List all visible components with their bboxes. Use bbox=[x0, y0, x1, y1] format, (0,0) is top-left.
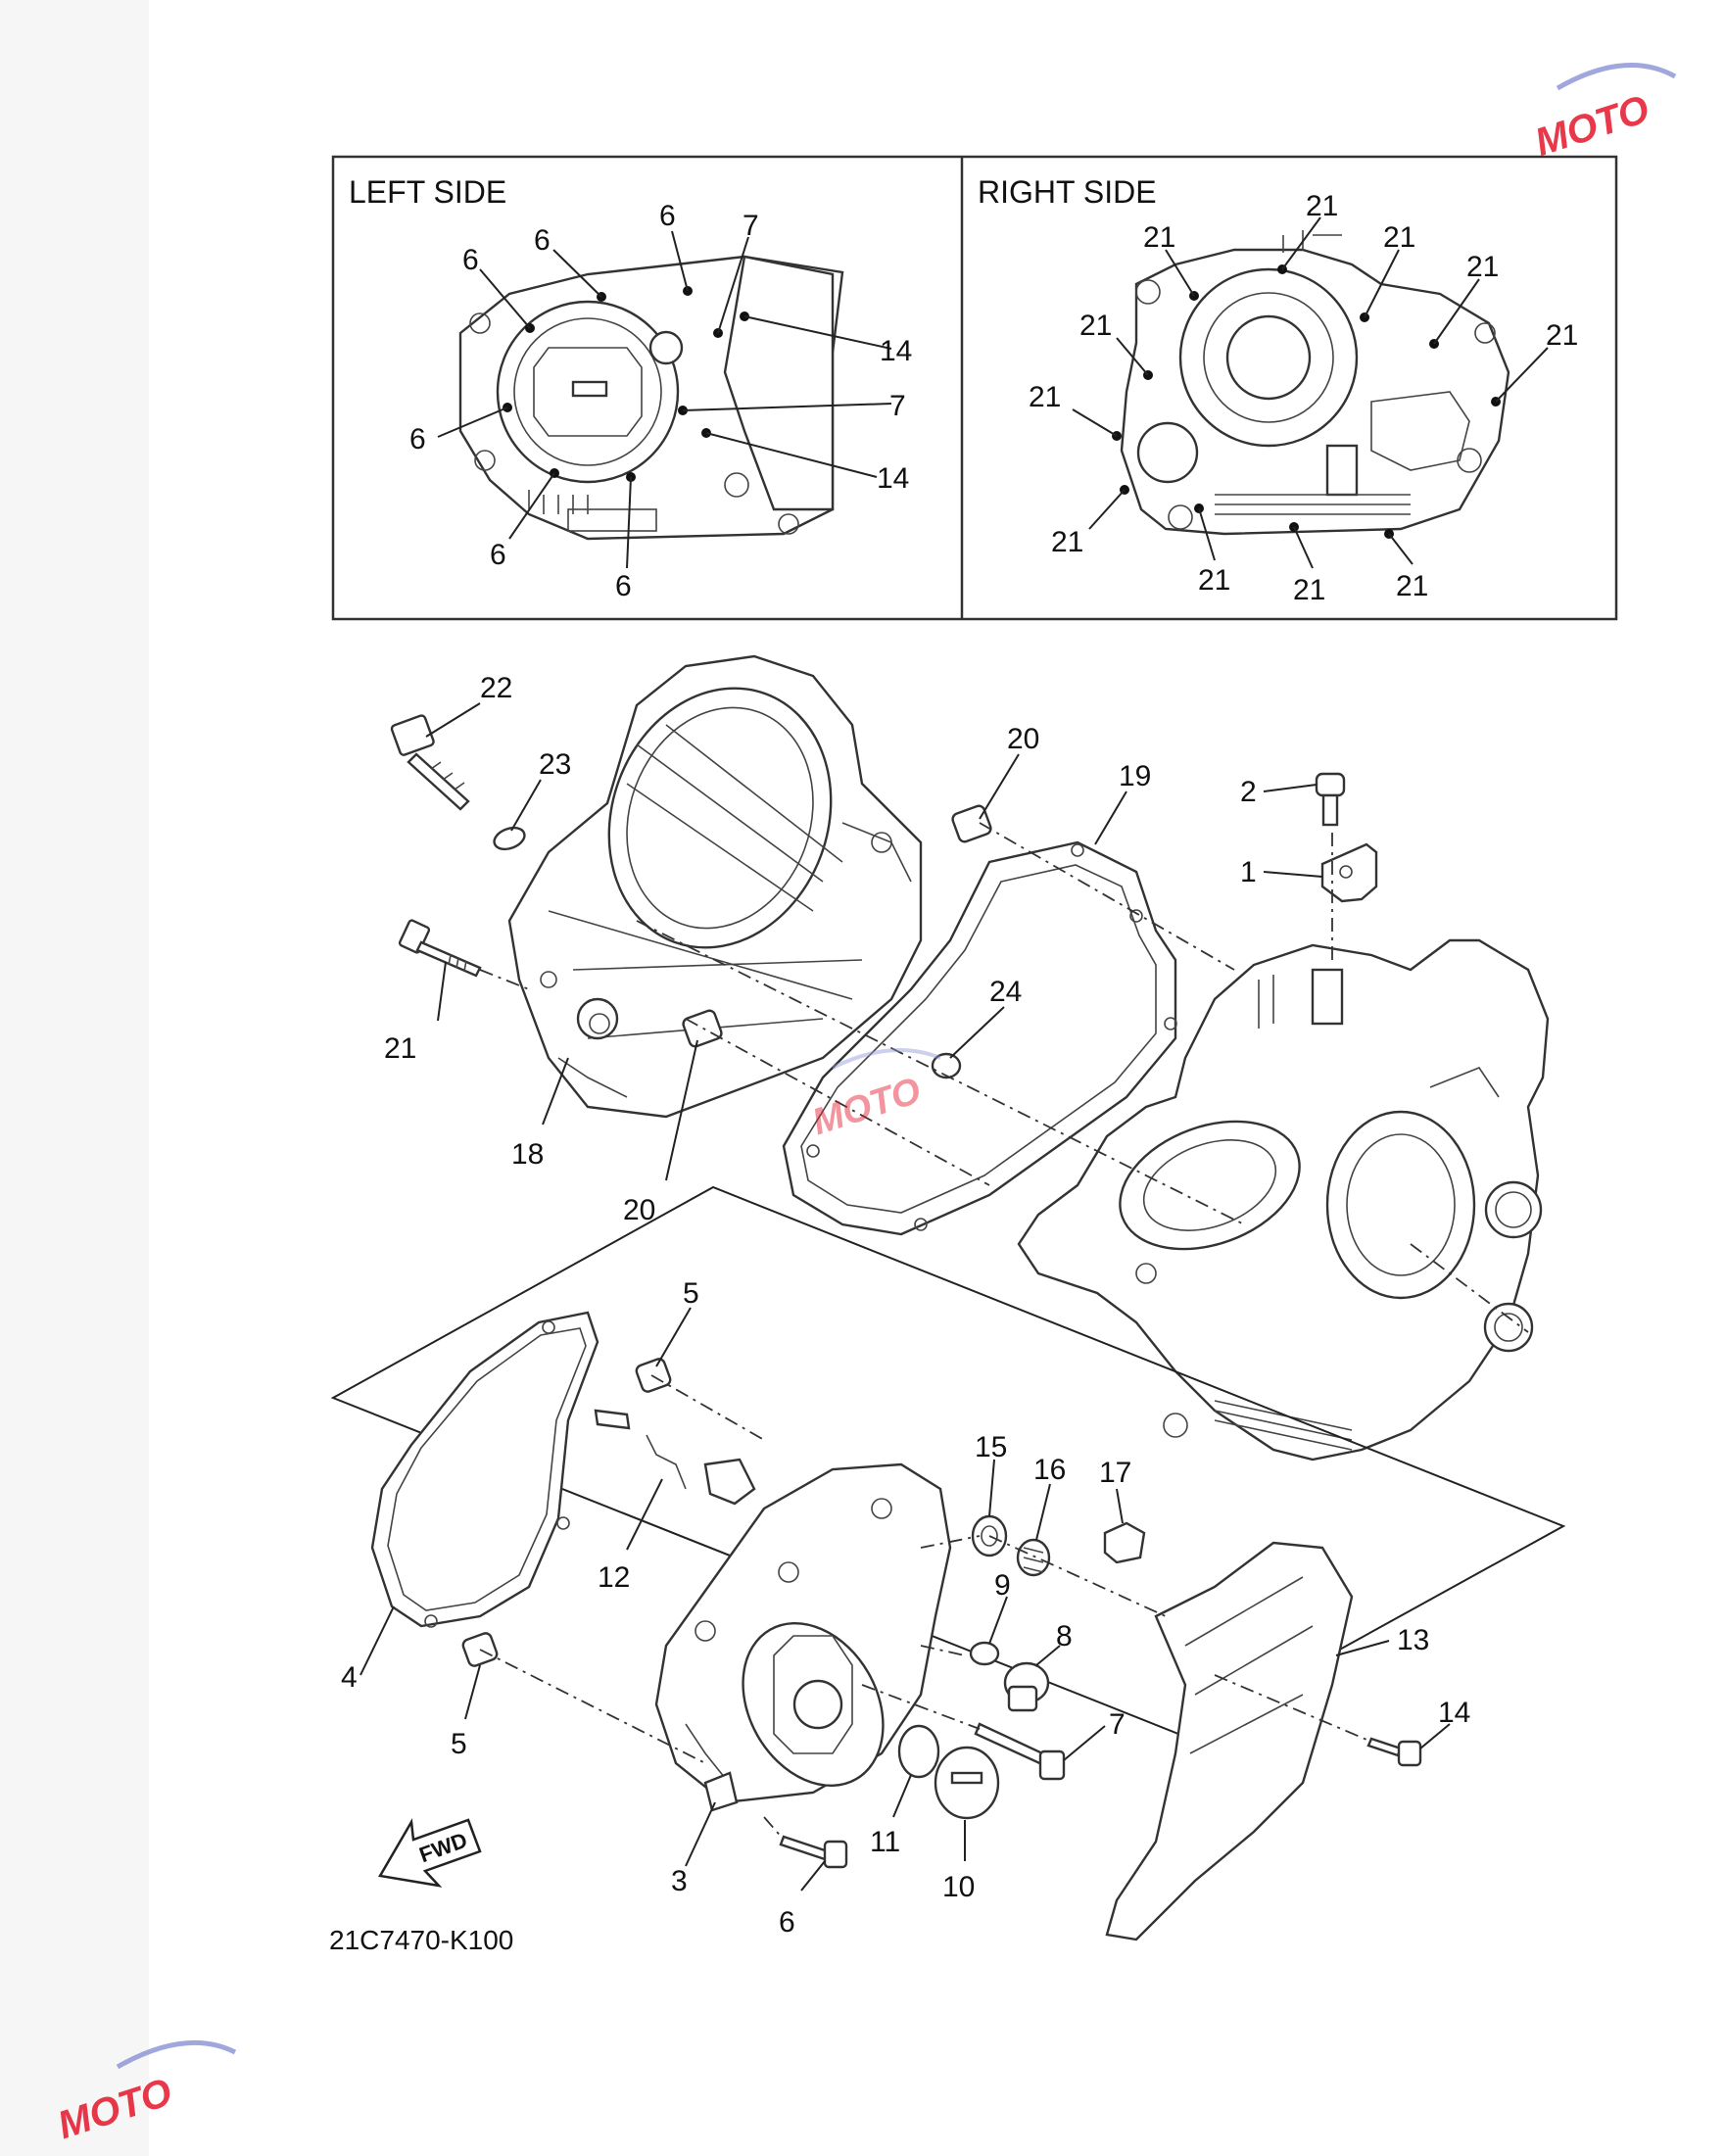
seal-24 bbox=[931, 1052, 962, 1079]
callout-label: 10 bbox=[942, 1871, 975, 1903]
callout-label: 21 bbox=[1198, 564, 1230, 597]
bolt-6 bbox=[779, 1835, 848, 1869]
callout-label: 22 bbox=[480, 672, 512, 704]
callout-label: 7 bbox=[743, 210, 759, 242]
right-callout-labels: 21 21 21 21 21 21 21 21 21 21 21 bbox=[1029, 190, 1578, 606]
callout-label: 17 bbox=[1099, 1457, 1131, 1489]
fwd-arrow: FWD bbox=[378, 1818, 482, 1888]
clip-17 bbox=[1103, 1521, 1146, 1564]
callout-label: 21 bbox=[1051, 526, 1083, 558]
clamp-12 bbox=[594, 1409, 756, 1506]
right-side-crankcase-drawing bbox=[1120, 230, 1510, 536]
callout-label: 14 bbox=[877, 462, 909, 495]
svg-text:MOTO: MOTO bbox=[53, 2071, 177, 2148]
callout-label: 12 bbox=[598, 1561, 630, 1594]
o-ring-9 bbox=[969, 1641, 1000, 1666]
callout-label: 14 bbox=[1438, 1697, 1470, 1729]
left-side-title: LEFT SIDE bbox=[349, 174, 506, 210]
left-callout-labels: 6 6 6 7 14 7 14 6 6 6 bbox=[409, 200, 912, 602]
callout-label: 6 bbox=[534, 224, 551, 257]
main-callout-labels: 22 23 21 18 20 20 19 24 2 1 5 5 4 12 3 6… bbox=[341, 672, 1470, 1939]
callout-label: 21 bbox=[1396, 570, 1428, 602]
clutch-cover-18 bbox=[507, 654, 923, 1119]
callout-label: 6 bbox=[490, 539, 506, 571]
callout-label: 14 bbox=[880, 335, 912, 367]
callout-label: 24 bbox=[989, 976, 1022, 1008]
bolt-2 bbox=[1315, 772, 1346, 827]
right-side-title: RIGHT SIDE bbox=[978, 174, 1157, 210]
callout-label: 21 bbox=[1079, 310, 1112, 342]
callout-label: 21 bbox=[1383, 221, 1415, 254]
callout-label: 6 bbox=[615, 570, 632, 602]
callout-label: 1 bbox=[1240, 856, 1257, 888]
callout-label: 7 bbox=[889, 390, 906, 422]
dowel-pin-20-lower bbox=[682, 1009, 723, 1048]
callout-label: 6 bbox=[779, 1906, 795, 1939]
watermark-logo-top: MOTO bbox=[1530, 62, 1677, 165]
page-margin bbox=[0, 0, 149, 2156]
callout-label: 21 bbox=[1143, 221, 1175, 254]
callout-label: 4 bbox=[341, 1661, 358, 1694]
crankcase-main bbox=[1017, 938, 1550, 1461]
gasket-4 bbox=[370, 1311, 599, 1628]
right-leader-lines bbox=[1072, 216, 1549, 569]
alignment-lines bbox=[479, 822, 1529, 1841]
bushing-16 bbox=[1016, 1538, 1051, 1577]
o-ring-23 bbox=[493, 826, 526, 851]
bolt-7 bbox=[974, 1722, 1066, 1781]
bolt-14 bbox=[1366, 1737, 1422, 1767]
callout-label: 6 bbox=[659, 200, 676, 232]
callout-label: 15 bbox=[975, 1431, 1007, 1463]
figure-code: 21C7470-K100 bbox=[329, 1925, 513, 1955]
callout-label: 23 bbox=[539, 748, 571, 781]
callout-label: 9 bbox=[994, 1569, 1011, 1602]
main-leader-lines bbox=[359, 702, 1451, 1892]
callout-label: 21 bbox=[1029, 381, 1061, 413]
callout-label: 8 bbox=[1056, 1620, 1073, 1653]
callout-label: 20 bbox=[623, 1194, 655, 1226]
callout-label: 3 bbox=[671, 1865, 688, 1897]
bracket-1 bbox=[1320, 842, 1378, 903]
callout-label: 18 bbox=[511, 1138, 544, 1171]
o-ring-11 bbox=[897, 1724, 940, 1779]
plug-10 bbox=[934, 1746, 1000, 1820]
cover-13 bbox=[1105, 1541, 1354, 1941]
crankcase-cover-3 bbox=[654, 1462, 952, 1812]
callout-label: 11 bbox=[870, 1826, 900, 1858]
callout-label: 6 bbox=[409, 423, 426, 455]
callout-label: 2 bbox=[1240, 776, 1257, 808]
dowel-pin-5-upper bbox=[635, 1358, 672, 1393]
callout-label: 21 bbox=[1546, 319, 1578, 352]
callout-label: 16 bbox=[1033, 1454, 1066, 1486]
watermark-brand: MOTO bbox=[1530, 87, 1654, 165]
callout-label: 21 bbox=[1466, 251, 1499, 283]
callout-label: 6 bbox=[462, 244, 479, 276]
left-side-crankcase-drawing bbox=[458, 255, 844, 541]
callout-label: 21 bbox=[1306, 190, 1338, 222]
dowel-pin-20-upper bbox=[951, 804, 992, 843]
callout-label: 5 bbox=[451, 1728, 467, 1760]
oil-filler-cap-22 bbox=[390, 714, 470, 811]
gasket-19 bbox=[782, 840, 1177, 1236]
callout-label: 7 bbox=[1109, 1708, 1126, 1741]
callout-label: 21 bbox=[384, 1032, 416, 1065]
bolt-21 bbox=[398, 919, 482, 978]
plug-8 bbox=[1003, 1661, 1050, 1712]
callout-label: 5 bbox=[683, 1277, 699, 1310]
watermark-logo-bottom: MOTO bbox=[53, 2039, 237, 2148]
left-leader-lines bbox=[437, 230, 892, 569]
callout-label: 21 bbox=[1293, 574, 1325, 606]
callout-label: 20 bbox=[1007, 723, 1039, 755]
callout-label: 19 bbox=[1119, 760, 1151, 792]
callout-label: 13 bbox=[1397, 1624, 1429, 1656]
